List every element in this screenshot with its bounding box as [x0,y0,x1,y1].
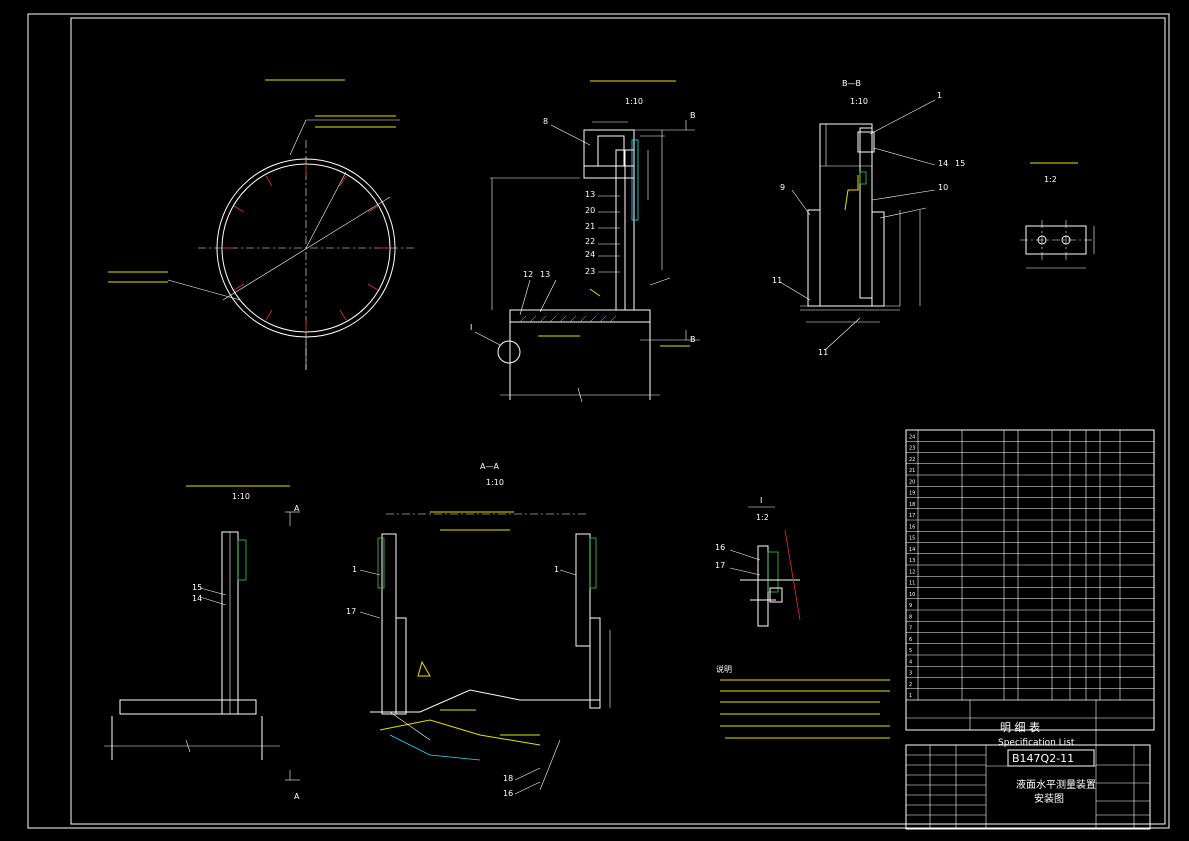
bom-row-number: 7 [909,626,912,632]
bb-callout-10: 10 [938,183,948,192]
main-callout-21: 21 [585,222,595,231]
lower-left-section-a-bottom: A [294,792,300,801]
main-callout-12: 12 [523,270,533,279]
bom-row-number: 22 [909,457,915,463]
notes-block: 说明 [716,664,890,739]
bom-row-number: 5 [909,648,912,654]
bom-row-number: 1 [909,693,912,699]
outer-frame [27,13,1170,829]
bom-row-number: 13 [909,558,915,564]
lower-left-view: 1:10 15 14 A A [104,485,300,801]
section-aa-view: A—A 1:10 1 17 1 18 16 [346,462,611,798]
lower-left-section-a-top: A [294,504,300,513]
main-section-mark-top: B [690,111,696,120]
lower-left-callout-15: 15 [192,583,202,592]
bb-callout-14: 14 [938,159,948,168]
title-block: B147Q2-11 液面水平测量装置 安装图 [905,744,1151,830]
lower-left-callout-14: 14 [192,594,202,603]
main-elevation-view: 1:10 [470,80,700,403]
plan-view [108,79,414,370]
main-callout-13b: 13 [540,270,550,279]
main-callout-20: 20 [585,206,595,215]
bom-row-number: 17 [909,513,915,519]
detail-i-view: I 1:2 16 17 [715,496,801,627]
bom-title-cn: 明 细 表 [1000,720,1040,734]
main-callout-8: 8 [543,117,548,126]
bom-row-number: 4 [909,659,912,665]
aa-callout-18: 18 [503,774,513,783]
bom-row-number: 20 [909,479,915,485]
bom-row-number: 18 [909,502,915,508]
bom-row-number: 12 [909,569,915,575]
section-bb-view: B—B 1:10 1 9 14 15 10 11 11 [772,79,965,357]
aa-callout-1a: 1 [352,565,357,574]
bb-callout-9: 9 [780,183,785,192]
bb-callout-11b: 11 [818,348,828,357]
drawing-title-line1: 液面水平测量装置 [1016,778,1096,791]
aa-callout-1b: 1 [554,565,559,574]
drawing-number: B147Q2-11 [1012,752,1074,765]
plate-detail-view: 1:2 [1020,162,1095,269]
bb-callout-11: 11 [772,276,782,285]
notes-heading: 说明 [716,664,732,674]
main-callout-i: I [470,323,472,332]
bom-row-number: 16 [909,524,915,530]
bom-row-number: 11 [909,581,915,587]
bb-scale: 1:10 [850,97,868,106]
bom-row-number: 21 [909,468,915,474]
bom-row-number: 3 [909,671,912,677]
bom-row-number: 2 [909,682,912,688]
detail-i-callout-16: 16 [715,543,725,552]
detail-i-callout-17: 17 [715,561,725,570]
aa-callout-17: 17 [346,607,356,616]
aa-callout-16: 16 [503,789,513,798]
bom-row-number: 19 [909,491,915,497]
detail-i-scale: 1:2 [756,513,769,522]
bom-row-number: 23 [909,446,915,452]
inner-frame [70,17,1166,825]
bom-row-number: 6 [909,637,912,643]
bom-row-number: 15 [909,536,915,542]
aa-scale: 1:10 [486,478,504,487]
drawing-title-line2: 安装图 [1034,792,1064,805]
bom-title-en: Specification List [998,738,1075,748]
main-section-mark-bottom: B [690,335,696,344]
lower-left-scale: 1:10 [232,492,250,501]
bom-row-number: 14 [909,547,915,553]
bb-callout-1: 1 [937,91,942,100]
main-callout-22: 22 [585,237,595,246]
main-callout-23: 23 [585,267,595,276]
main-callout-24: 24 [585,250,595,259]
main-scale: 1:10 [625,97,643,106]
bom-row-number: 24 [909,434,915,440]
bb-callout-15: 15 [955,159,965,168]
aa-title: A—A [480,462,499,471]
bom-row-number: 10 [909,592,915,598]
detail-i-title: I [760,496,762,505]
bb-title: B—B [842,79,861,88]
bom-row-number: 8 [909,614,912,620]
plate-scale: 1:2 [1044,175,1057,184]
bom-table: 明 细 表 Specification List 242322212019181… [905,429,1155,748]
bom-row-number: 9 [909,603,912,609]
main-callout-13: 13 [585,190,595,199]
